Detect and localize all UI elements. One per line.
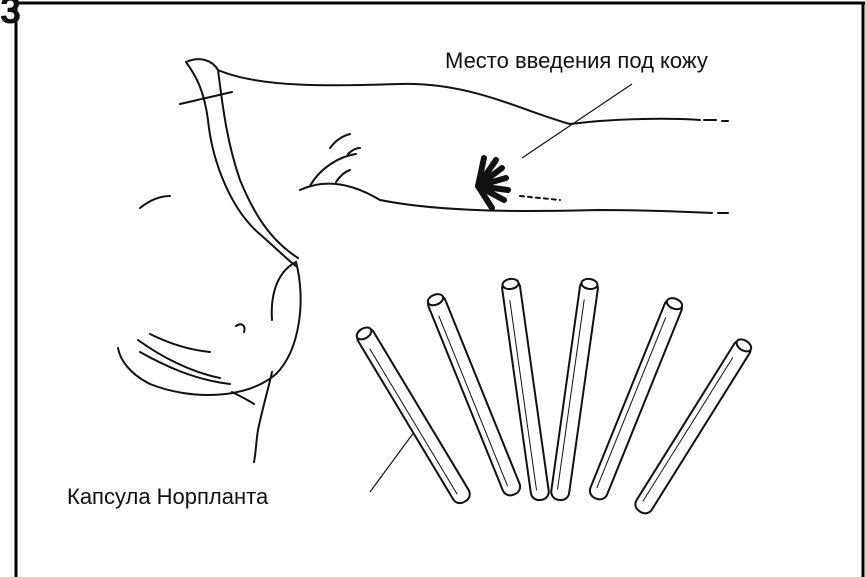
capsules bbox=[354, 278, 754, 517]
implant-fan-icon bbox=[478, 158, 508, 208]
capsule-rod bbox=[550, 278, 599, 501]
capsule-label: Капсула Норпланта bbox=[67, 486, 268, 508]
insertion-site-label: Место введения под кожу bbox=[445, 50, 708, 72]
capsule-leader bbox=[370, 424, 420, 492]
panel-number: 3 bbox=[0, 0, 21, 30]
